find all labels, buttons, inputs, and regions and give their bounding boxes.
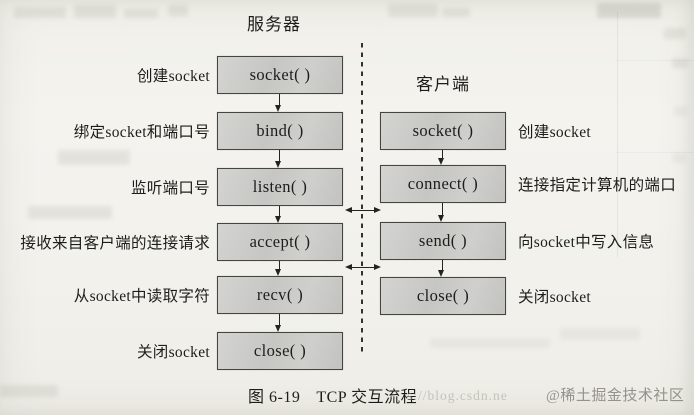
client-box-socket: socket( ) — [380, 112, 506, 150]
bleedthrough-artifact — [430, 338, 550, 348]
server-box-close: close( ) — [217, 332, 343, 370]
bleedthrough-artifact — [674, 106, 688, 116]
server-step-label-create: 创建socket — [137, 68, 210, 85]
watermark-community: @稀土掘金技术社区 — [546, 388, 685, 404]
client-step-label-close: 关闭socket — [518, 289, 591, 306]
client-step-label-connect: 连接指定计算机的端口 — [518, 177, 677, 194]
bleedthrough-artifact — [168, 5, 188, 16]
dashed-divider — [361, 43, 363, 354]
server-step-label-bind: 绑定socket和端口号 — [73, 124, 210, 141]
figure-caption-title: TCP 交互流程 — [316, 389, 418, 406]
bleedthrough-artifact — [0, 385, 58, 397]
bleedthrough-artifact — [560, 328, 640, 340]
server-box-recv: recv( ) — [217, 276, 343, 314]
down-arrow-icon — [438, 260, 445, 277]
bleedthrough-artifact — [617, 152, 694, 153]
bleedthrough-artifact — [672, 58, 688, 68]
bleedthrough-artifact — [617, 60, 694, 61]
client-step-label-send: 向socket中写入信息 — [518, 234, 655, 251]
watermark-url: s://blog.csdn.ne — [407, 388, 508, 403]
figure-caption: 图 6-19 TCP 交互流程 — [248, 383, 417, 407]
down-arrow-icon — [275, 150, 282, 168]
double-arrow-icon — [345, 263, 381, 270]
client-box-connect: connect( ) — [380, 165, 506, 203]
bleedthrough-artifact — [672, 153, 686, 163]
down-arrow-icon — [438, 203, 445, 222]
server-column-title: 服务器 — [247, 15, 301, 34]
server-step-label-accept: 接收来自客户端的连接请求 — [20, 235, 210, 252]
client-column-title: 客户端 — [416, 75, 470, 94]
server-step-label-listen: 监听端口号 — [130, 180, 210, 197]
bleedthrough-artifact — [124, 9, 158, 18]
client-box-close: close( ) — [380, 277, 506, 315]
server-box-socket: socket( ) — [217, 56, 343, 94]
bleedthrough-artifact — [617, 12, 618, 257]
bleedthrough-artifact — [74, 5, 116, 18]
down-arrow-icon — [275, 206, 282, 223]
server-step-label-recv: 从socket中读取字符 — [73, 288, 210, 305]
down-arrow-icon — [438, 150, 445, 165]
server-box-accept: accept( ) — [217, 223, 343, 261]
bleedthrough-artifact — [597, 3, 661, 18]
down-arrow-icon — [275, 94, 282, 112]
bleedthrough-artifact — [388, 4, 438, 17]
bleedthrough-artifact — [28, 206, 112, 219]
server-box-bind: bind( ) — [217, 112, 343, 150]
bleedthrough-artifact — [442, 8, 470, 17]
client-step-label-create: 创建socket — [518, 124, 591, 141]
client-box-send: send( ) — [380, 222, 506, 260]
double-arrow-icon — [345, 206, 381, 213]
down-arrow-icon — [275, 314, 282, 332]
bleedthrough-artifact — [664, 28, 686, 39]
server-step-label-close: 关闭socket — [137, 344, 210, 361]
down-arrow-icon — [275, 261, 282, 276]
bleedthrough-artifact — [14, 7, 66, 18]
server-box-listen: listen( ) — [217, 168, 343, 206]
figure-caption-number: 图 6-19 — [248, 389, 301, 406]
bleedthrough-artifact — [58, 150, 130, 165]
